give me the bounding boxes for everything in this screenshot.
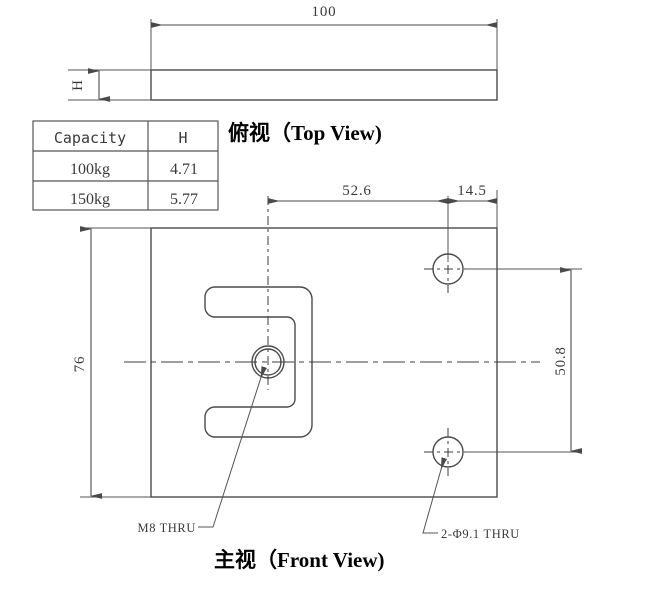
front-view-hole-spacing-dimension — [465, 267, 582, 454]
table-cell-capacity-2: 150kg — [70, 191, 110, 208]
m8-leader-line — [198, 366, 268, 528]
mounting-holes-note: 2-Φ9.1 THRU — [441, 527, 520, 541]
spec-table-grid — [32, 120, 219, 211]
m8-thru-note: M8 THRU — [138, 521, 197, 535]
table-cell-h-1: 4.71 — [170, 161, 198, 178]
table-outer-border — [32, 120, 219, 211]
front-view-offset-label: 52.6 — [342, 183, 371, 199]
table-cell-h-2: 5.77 — [170, 191, 198, 208]
front-view-edge-offset-label: 14.5 — [457, 183, 486, 199]
front-view-title: 主视（Front View) — [214, 548, 385, 572]
top-view-title: 俯视（Top View) — [228, 121, 382, 145]
front-view-horizontal-dimensions — [268, 190, 498, 262]
leader-lines — [198, 366, 448, 534]
table-header-capacity: Capacity — [54, 129, 126, 147]
top-view-thickness-label: H — [70, 79, 86, 91]
top-view-length-dimension — [150, 19, 498, 70]
top-view-thickness-dimension — [68, 68, 151, 102]
front-view-hole-spacing-label: 50.8 — [553, 346, 569, 375]
front-view-height-dimension — [80, 226, 151, 499]
top-view-plate-outline — [150, 69, 498, 101]
slot-inner-edge — [204, 286, 296, 438]
front-view-geometry — [124, 196, 540, 498]
top-view-length-label: 100 — [312, 4, 337, 20]
table-cell-capacity-1: 100kg — [70, 161, 110, 178]
mounting-holes-leader-line — [422, 457, 448, 534]
table-header-h: H — [178, 129, 187, 147]
top-view-geometry — [150, 69, 498, 101]
front-view-height-label: 76 — [72, 356, 88, 373]
